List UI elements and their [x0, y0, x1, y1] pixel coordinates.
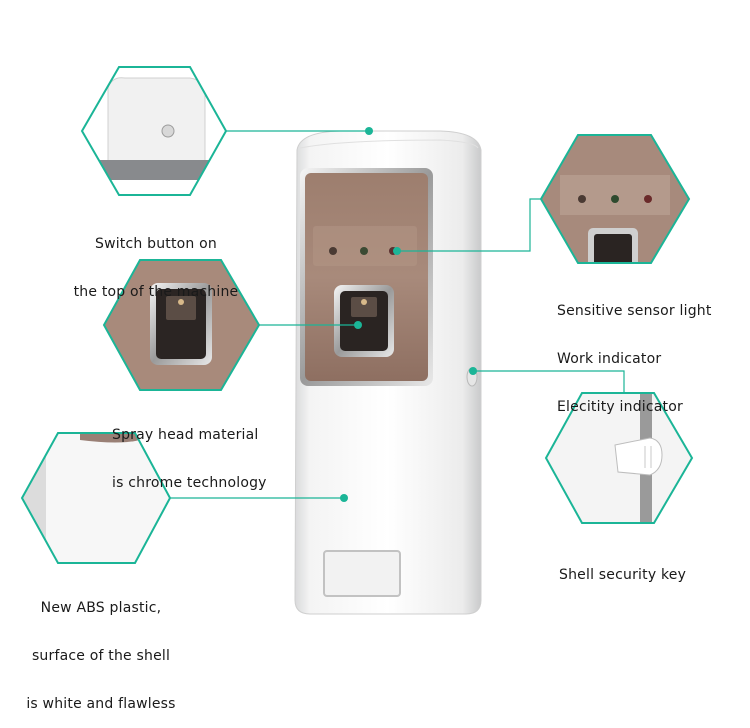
spray-label-line1: Spray head material: [112, 427, 259, 443]
switch-label: Switch button on the top of the machine: [68, 204, 244, 316]
switch-label-line2: the top of the machine: [73, 284, 239, 300]
spray-label: Spray head material is chrome technology: [112, 395, 267, 507]
key-label-line1: Shell security key: [559, 567, 687, 583]
security-key-closeup: [544, 392, 694, 524]
key-label: Shell security key: [559, 535, 686, 599]
connector-lines: [170, 130, 625, 499]
sensor-label: Sensitive sensor light Work indicator El…: [557, 271, 712, 431]
sensor-label-line1: Sensitive sensor light: [557, 303, 712, 319]
sensor-label-line2: Work indicator: [557, 351, 662, 367]
switch-button-closeup: [80, 66, 228, 196]
connector-dots: [340, 127, 477, 502]
sensor-light-closeup: [539, 134, 691, 264]
product-figure: Switch button on the top of the machine …: [20, 66, 712, 712]
spray-label-line2: is chrome technology: [112, 475, 267, 491]
abs-label-line3: is white and flawless: [26, 696, 176, 712]
sensor-label-line3: Elecitity indicator: [557, 399, 683, 415]
abs-label-line2: surface of the shell: [31, 648, 171, 664]
abs-label: New ABS plastic, surface of the shell is…: [26, 568, 176, 728]
air-freshener-device: [294, 130, 482, 615]
figure-svg: [20, 66, 694, 615]
switch-label-line1: Switch button on: [94, 236, 217, 252]
spray-head-closeup: [102, 259, 261, 391]
abs-label-line1: New ABS plastic,: [40, 600, 162, 616]
